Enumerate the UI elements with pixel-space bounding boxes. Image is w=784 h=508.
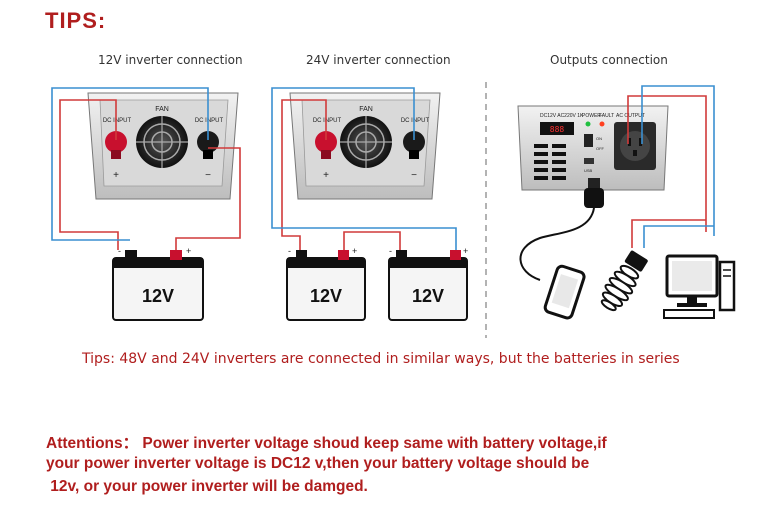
wire-negative (641, 85, 715, 236)
minus-label: − (205, 170, 211, 181)
dc-input-positive-terminal (315, 131, 337, 153)
plus-label: + (113, 170, 119, 181)
voltage-display (540, 122, 574, 135)
terminal-minus-label: - (389, 246, 392, 256)
battery-12v: - + 12V (388, 246, 468, 321)
light-bulb-icon (600, 250, 648, 312)
battery-negative-terminal (125, 250, 137, 260)
wire-negative (51, 87, 209, 241)
power-switch (584, 134, 593, 147)
wire-series-link (343, 231, 401, 250)
fault-led (599, 121, 605, 127)
battery-negative-terminal (396, 250, 407, 260)
attention-line-3: 12v, or your power inverter will be damg… (46, 478, 368, 495)
usb-label: USB (584, 168, 593, 173)
terminal-plus-label: + (352, 246, 357, 256)
usb-plug (588, 178, 600, 190)
usb-cable (519, 207, 595, 281)
ac-output-label: AC OUTPUT (616, 113, 645, 119)
power-led (585, 121, 591, 127)
plus-label: + (323, 170, 329, 181)
fan-label: FAN (359, 106, 373, 113)
wire-positive (627, 95, 707, 232)
dc-input-negative-terminal (403, 131, 425, 153)
attention-line-2: your power inverter voltage is DC12 v,th… (46, 455, 590, 472)
battery-voltage-label: 12V (412, 286, 444, 306)
terminal-minus-label: - (288, 246, 291, 256)
battery-positive-terminal (170, 250, 182, 260)
dc-input-positive-terminal (105, 131, 127, 153)
wire-positive (59, 99, 119, 250)
battery-positive-terminal (450, 250, 461, 260)
battery-voltage-label: 12V (310, 286, 342, 306)
phone-icon (543, 264, 586, 320)
wire-positive (175, 147, 241, 250)
caption-24v-inverter: 24V inverter connection (306, 53, 451, 67)
caption-outputs: Outputs connection (550, 53, 668, 67)
off-label: OFF (596, 146, 605, 151)
svg-text:888: 888 (550, 125, 565, 134)
battery-12v: - + 12V (112, 246, 204, 321)
minus-label: − (411, 170, 417, 181)
inverter-24v: FAN DC INPUT DC INPUT + − (289, 92, 441, 200)
dc-input-label: DC INPUT (103, 118, 132, 124)
dc-input-label: DC INPUT (195, 118, 224, 124)
battery-positive-terminal (338, 250, 349, 260)
terminal-plus-label: + (186, 246, 191, 256)
wire-negative (271, 87, 457, 250)
fan-label: FAN (155, 106, 169, 113)
dc-input-label: DC INPUT (401, 118, 430, 124)
battery-voltage-label: 12V (142, 286, 174, 306)
fault-label: FAULT (599, 113, 614, 119)
battery-12v: - + 12V (286, 246, 366, 321)
computer-icon (663, 254, 736, 319)
power-label: POWER (582, 113, 601, 119)
terminal-plus-label: + (463, 246, 468, 256)
indicator-label: DC12V AC220V 1K (540, 113, 584, 119)
inverter-output-panel: DC12V AC220V 1K POWER FAULT AC OUTPUT 88… (517, 105, 669, 191)
inverter-12v: FAN DC INPUT DC INPUT + − (87, 92, 239, 200)
battery-negative-terminal (296, 250, 307, 260)
wire-positive (281, 99, 327, 250)
tip-text: Tips: 48V and 24V inverters are connecte… (82, 351, 680, 367)
dc-input-label: DC INPUT (313, 118, 342, 124)
attention-line-1: Attentions： Power inverter voltage shoud… (46, 435, 607, 452)
tips-heading: TIPS: (45, 8, 107, 33)
caption-12v-inverter: 12V inverter connection (98, 53, 243, 67)
on-label: ON (596, 136, 602, 141)
terminal-minus-label: - (118, 246, 121, 256)
usb-port (584, 158, 594, 164)
